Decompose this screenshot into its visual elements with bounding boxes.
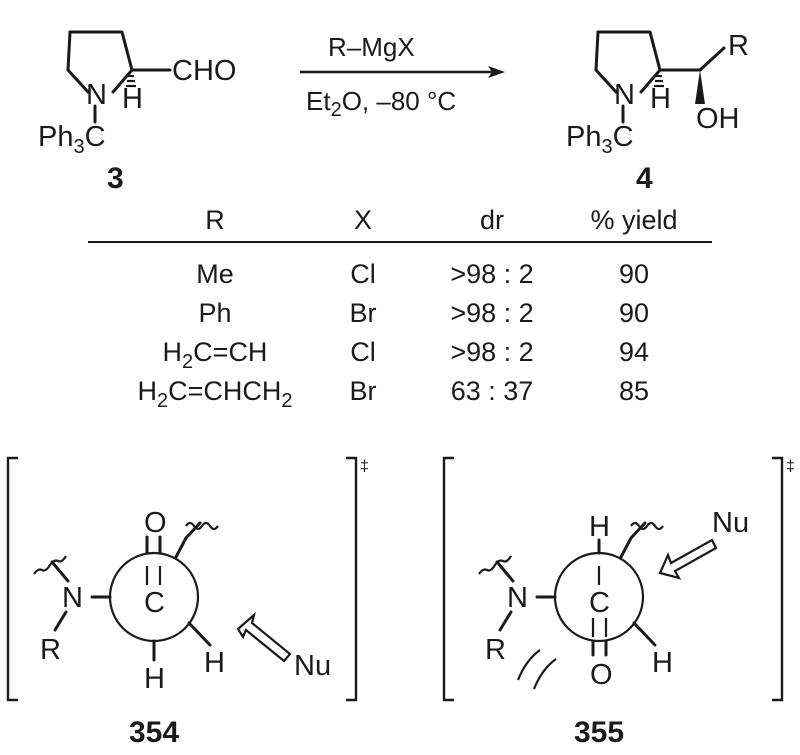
compound-3-structure: N H CHO Ph3C 3 [38,30,236,195]
hydrogen-atom-4: H [650,83,671,115]
wavy-bond-354-left [33,555,67,575]
back-ch-bond-355 [632,621,657,647]
ts-354-label: 354 [129,716,179,749]
nitrogen-atom-3: N [86,79,107,111]
ring-bond-3 [68,30,134,72]
bold-wedge-4 [695,70,705,104]
n-r-bond-355 [498,610,513,632]
table-cell-dr: 63 : 37 [451,376,534,406]
table-cell-x: Br [350,298,377,328]
oxygen-atom-354: O [144,507,167,539]
hydrogen-right-354: H [204,647,225,679]
steric-clash-arc-355 [516,649,541,681]
nucleophile-354: Nu [294,650,331,682]
right-bracket-355 [772,456,784,702]
results-table: R X dr % yield Me Cl >98 : 2 90 Ph Br >9… [88,205,712,412]
hydrogen-atom-3: H [122,83,143,115]
table-header-r: R [205,205,225,235]
table-cell-x: Cl [350,259,376,289]
n-wavy-bond-354 [50,560,70,583]
table-cell-r: H2C=CH [163,337,268,373]
hashed-wedge-4 [654,74,664,88]
wavy-bond-355-left [478,555,512,575]
ts-355-label: 355 [574,716,624,749]
hashed-wedge-3 [126,74,136,88]
hydrogen-right-355: H [652,647,673,679]
aldehyde-group-3: CHO [172,55,236,87]
table-cell-r: Ph [198,298,231,328]
n-wavy-bond-355 [495,560,515,583]
hydrogen-bottom-354: H [144,663,165,695]
table-cell-dr: >98 : 2 [450,337,533,367]
transition-state-354: ‡ O C H H N R Nu 354 [6,456,369,749]
carbon-atom-354: C [144,587,165,619]
n-r-bond-354 [53,610,68,632]
oxygen-atom-355: O [590,659,613,691]
table-header-yield: % yield [590,205,677,235]
table-header-x: X [354,205,372,235]
carbon-atom-355: C [589,587,610,619]
wavy-bond-355-top [630,521,664,531]
table-row: Ph Br >98 : 2 90 [198,298,649,328]
r-group-355: R [485,634,506,666]
left-bracket-355 [442,456,454,702]
table-cell-yield: 90 [619,298,649,328]
table-cell-r: Me [196,259,234,289]
r-group-354: R [40,634,61,666]
table-cell-r: H2C=CHCH2 [137,376,292,412]
nitrogen-atom-354: N [62,582,83,614]
nucleophile-355: Nu [712,507,749,539]
compound-3-label: 3 [107,162,124,195]
table-row: H2C=CHCH2 Br 63 : 37 85 [137,376,649,412]
compound-4-label: 4 [636,162,653,195]
ring-bond-4c [639,68,662,94]
transition-state-355: ‡ H C O H N R Nu 355 [442,456,795,749]
dagger-355: ‡ [786,458,795,475]
ring-bond-4b [594,30,618,94]
table-cell-x: Br [350,376,377,406]
nu-attack-arrow-355 [658,538,718,580]
table-row: H2C=CH Cl >98 : 2 94 [163,337,649,373]
ring-bond-3b [66,30,90,94]
nu-attack-arrow-354 [236,611,292,663]
trityl-group-4: Ph3C [566,121,634,158]
table-cell-yield: 85 [619,376,649,406]
ring-bond-4 [596,30,662,72]
table-header-dr: dr [480,205,504,235]
r-group-4: R [728,30,749,62]
ring-bond-3c [111,68,134,94]
conditions-label: Et2O, –80 °C [306,86,456,121]
carbinol-r-bond-4 [698,46,726,72]
right-bracket-354 [346,456,358,702]
nitrogen-atom-355: N [507,582,528,614]
left-bracket-354 [6,456,18,702]
steric-clash-arc-355b [532,658,557,690]
trityl-group-3: Ph3C [38,121,106,158]
table-row: Me Cl >98 : 2 90 [196,259,649,289]
reaction-arrow [300,66,505,78]
hydrogen-top-355: H [589,511,610,543]
table-cell-x: Cl [350,337,376,367]
table-cell-yield: 94 [619,337,649,367]
reagent-label: R–MgX [328,32,415,62]
back-ch-bond-354 [187,621,212,647]
table-cell-dr: >98 : 2 [450,298,533,328]
hydroxyl-group-4: OH [696,103,740,135]
nitrogen-atom-4: N [614,79,635,111]
wavy-bond-354-top [185,521,219,531]
table-cell-yield: 90 [619,259,649,289]
dagger-354: ‡ [360,458,369,475]
compound-4-structure: N H R OH Ph3C 4 [566,30,749,195]
table-cell-dr: >98 : 2 [450,259,533,289]
